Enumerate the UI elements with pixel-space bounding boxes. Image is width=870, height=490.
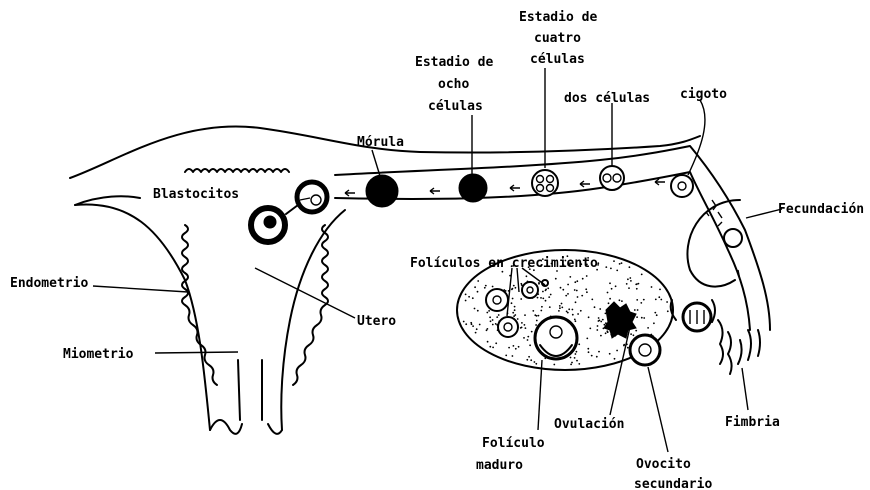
label-blastocysts: Blastocitos	[153, 187, 239, 202]
label-growing-follicles: Folículos en crecimiento	[410, 256, 598, 271]
fertilization-cell	[724, 229, 742, 247]
label-eight-cell-3: células	[428, 99, 483, 114]
morula-cell	[366, 175, 398, 207]
eight-cell-stage	[459, 174, 487, 202]
four-cell-stage	[532, 170, 558, 196]
label-fertilization: Fecundación	[778, 202, 864, 217]
label-four-cell-3: células	[530, 52, 585, 67]
label-two-cell: dos células	[564, 91, 650, 106]
uterus-right-wall	[281, 210, 345, 430]
label-ovulation: Ovulación	[554, 417, 624, 432]
label-mature-follicle-1: Folículo	[482, 436, 545, 451]
label-endometrium: Endometrio	[10, 276, 88, 291]
label-secondary-oocyte-2: secundario	[634, 477, 712, 490]
label-secondary-oocyte-1: Ovocito	[636, 457, 691, 472]
cervix-left	[238, 360, 240, 420]
label-uterus: Utero	[357, 314, 396, 329]
endometrium-left	[182, 225, 217, 385]
label-morula: Mórula	[357, 135, 404, 150]
label-four-cell-2: cuatro	[534, 31, 581, 46]
label-eight-cell-2: ocho	[438, 77, 469, 92]
blastocyst-arrow	[286, 205, 298, 214]
cervix-bottom	[210, 420, 282, 434]
secondary-oocyte	[630, 335, 660, 365]
label-myometrium: Miometrio	[63, 347, 134, 362]
label-fimbria: Fimbria	[725, 415, 780, 430]
endometrium-right	[293, 225, 328, 385]
uterus-left-wall	[75, 204, 210, 430]
blastocyst-inner-mass	[264, 216, 276, 228]
uterus-cavity-roof	[185, 169, 289, 172]
growing-follicle-2	[522, 282, 538, 298]
growing-follicle-3	[498, 317, 518, 337]
label-zygote: cigoto	[680, 87, 727, 102]
zygote-cell	[671, 175, 693, 197]
growing-follicle-1	[486, 289, 508, 311]
label-four-cell-1: Estadio de	[519, 10, 597, 25]
label-eight-cell-1: Estadio de	[415, 55, 493, 70]
label-mature-follicle-2: maduro	[476, 458, 523, 473]
